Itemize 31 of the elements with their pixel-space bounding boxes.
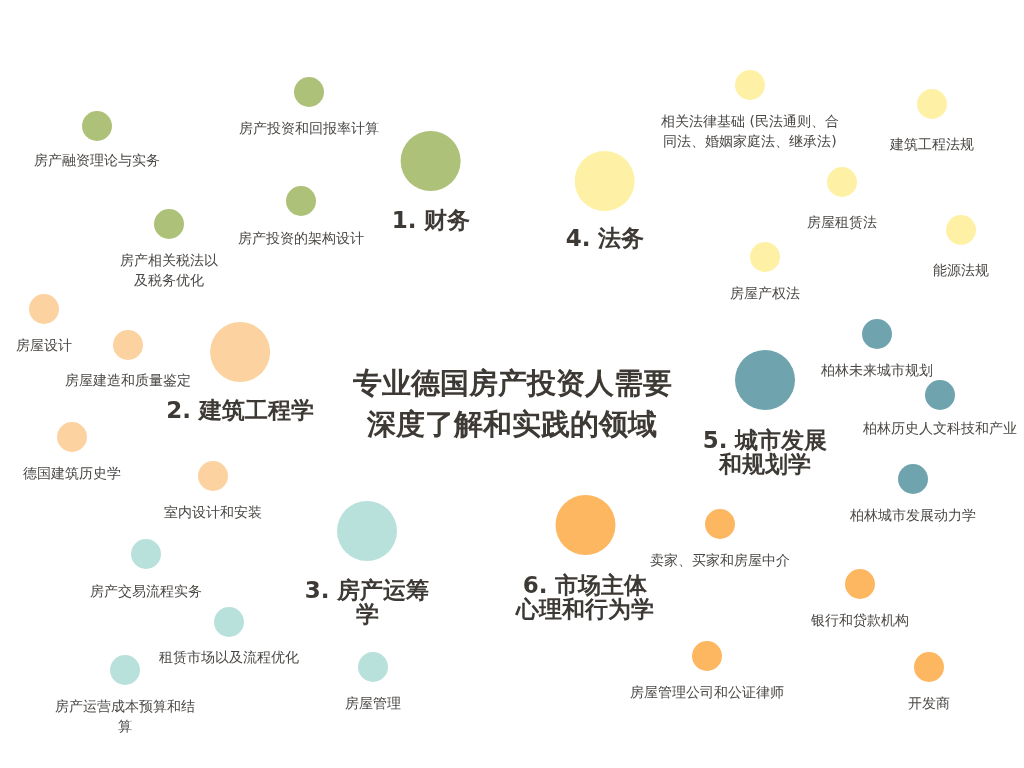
topic-label: 3. 房产运筹学 xyxy=(303,578,431,626)
subtopic-label: 房产运营成本预算和结算 xyxy=(54,697,196,736)
subtopic-label: 房屋管理 xyxy=(345,694,401,713)
subtopic-label: 柏林城市发展动力学 xyxy=(850,506,976,525)
topic-label: 1. 财务 xyxy=(391,208,471,232)
subtopic-label: 房产投资和回报率计算 xyxy=(239,119,379,138)
subtopic-label: 建筑工程法规 xyxy=(890,135,974,154)
diagram-title: 专业德国房产投资人需要深度了解和实践的领域 xyxy=(351,365,673,443)
topic-label: 2. 建筑工程学 xyxy=(166,398,314,422)
subtopic-label: 室内设计和安装 xyxy=(164,503,262,522)
subtopic-label: 房屋管理公司和公证律师 xyxy=(630,683,784,702)
subtopic-label: 柏林未来城市规划 xyxy=(821,361,933,380)
subtopic-label: 银行和贷款机构 xyxy=(811,611,909,630)
subtopic-label: 房屋设计 xyxy=(16,336,72,355)
subtopic-label: 房屋租赁法 xyxy=(807,213,877,232)
subtopic-label: 房产交易流程实务 xyxy=(90,582,202,601)
subtopic-label: 租赁市场以及流程优化 xyxy=(159,648,299,667)
subtopic-label: 相关法律基础 (民法通则、合同法、婚姻家庭法、继承法) xyxy=(660,112,840,151)
subtopic-label: 卖家、买家和房屋中介 xyxy=(650,551,790,570)
subtopic-label: 房屋建造和质量鉴定 xyxy=(65,371,191,390)
subtopic-label: 房产投资的架构设计 xyxy=(238,229,364,248)
subtopic-label: 房产融资理论与实务 xyxy=(34,151,160,170)
subtopic-label: 房屋产权法 xyxy=(730,284,800,303)
subtopic-label: 房产相关税法以及税务优化 xyxy=(119,251,219,290)
topic-label: 5. 城市发展和规划学 xyxy=(701,428,829,476)
subtopic-label: 柏林历史人文科技和产业 xyxy=(863,419,1017,438)
topic-label: 4. 法务 xyxy=(565,226,645,250)
subtopic-label: 开发商 xyxy=(908,694,950,713)
subtopic-label: 能源法规 xyxy=(933,261,989,280)
subtopic-label: 德国建筑历史学 xyxy=(23,464,121,483)
topic-label: 6. 市场主体心理和行为学 xyxy=(514,573,655,621)
